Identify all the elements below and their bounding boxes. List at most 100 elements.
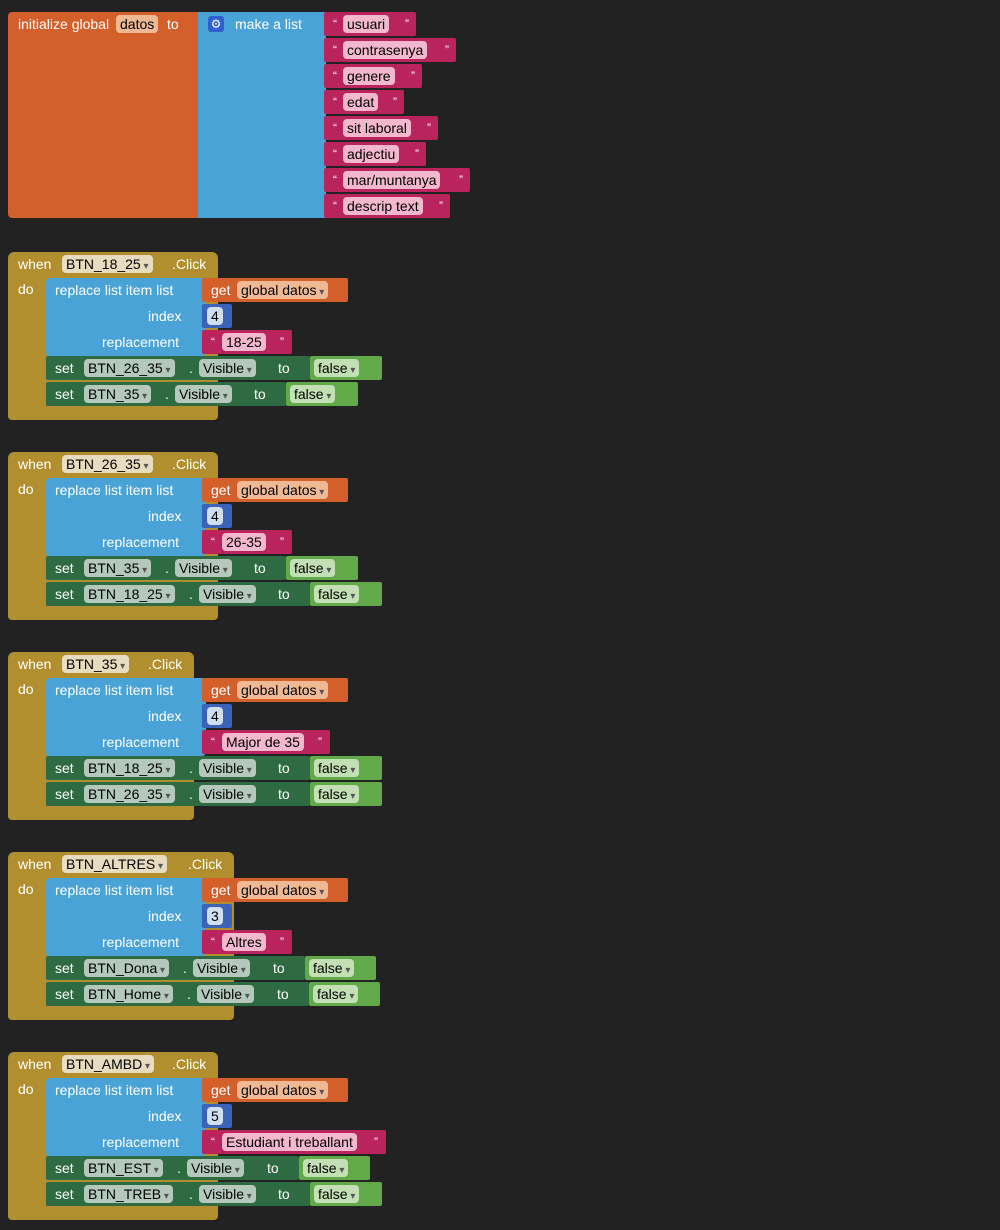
boolean-dropdown[interactable]: false bbox=[314, 759, 360, 777]
number-block[interactable]: 4 bbox=[202, 304, 232, 328]
property-dropdown[interactable]: Visible bbox=[193, 959, 250, 977]
list-string-item[interactable]: “ mar/muntanya ” bbox=[324, 168, 470, 192]
string-value-field[interactable]: genere bbox=[343, 67, 395, 85]
property-dropdown[interactable]: Visible bbox=[199, 359, 256, 377]
string-value-field[interactable]: usuari bbox=[343, 15, 390, 33]
get-variable-block[interactable]: get global datos bbox=[202, 878, 348, 902]
get-variable-block[interactable]: get global datos bbox=[202, 478, 348, 502]
set-component-dropdown[interactable]: BTN_18_25 bbox=[84, 759, 175, 777]
index-number-field[interactable]: 3 bbox=[207, 907, 223, 925]
event-component-dropdown[interactable]: BTN_35 bbox=[62, 655, 130, 673]
number-block[interactable]: 4 bbox=[202, 704, 232, 728]
property-dropdown[interactable]: Visible bbox=[199, 585, 256, 603]
initialize-global-block[interactable]: initialize global datos to bbox=[8, 12, 204, 218]
replacement-string-block[interactable]: “ Major de 35 ” bbox=[202, 730, 330, 754]
event-component-dropdown[interactable]: BTN_26_35 bbox=[62, 455, 153, 473]
replace-list-item-block[interactable]: replace list item list index replacement bbox=[46, 678, 206, 756]
set-visible-block[interactable]: set BTN_35 . Visible to bbox=[46, 556, 286, 580]
boolean-dropdown[interactable]: false bbox=[314, 585, 360, 603]
set-visible-block[interactable]: set BTN_Dona . Visible to bbox=[46, 956, 305, 980]
replacement-value-field[interactable]: 26-35 bbox=[222, 533, 266, 551]
variable-dropdown[interactable]: global datos bbox=[237, 281, 329, 299]
boolean-dropdown[interactable]: false bbox=[313, 985, 359, 1003]
set-visible-block[interactable]: set BTN_26_35 . Visible to bbox=[46, 356, 310, 380]
variable-dropdown[interactable]: global datos bbox=[237, 681, 329, 699]
replacement-string-block[interactable]: “ Altres ” bbox=[202, 930, 292, 954]
replacement-value-field[interactable]: Major de 35 bbox=[222, 733, 304, 751]
index-number-field[interactable]: 5 bbox=[207, 1107, 223, 1125]
list-string-item[interactable]: “ adjectiu ” bbox=[324, 142, 426, 166]
boolean-block[interactable]: false bbox=[310, 756, 382, 780]
set-component-dropdown[interactable]: BTN_Home bbox=[84, 985, 173, 1003]
replacement-string-block[interactable]: “ 26-35 ” bbox=[202, 530, 292, 554]
boolean-dropdown[interactable]: false bbox=[290, 559, 336, 577]
variable-dropdown[interactable]: global datos bbox=[237, 1081, 329, 1099]
list-string-item[interactable]: “ edat ” bbox=[324, 90, 404, 114]
list-string-item[interactable]: “ usuari ” bbox=[324, 12, 416, 36]
replace-list-item-block[interactable]: replace list item list index replacement bbox=[46, 478, 206, 556]
boolean-block[interactable]: false bbox=[309, 982, 380, 1006]
replacement-string-block[interactable]: “ Estudiant i treballant ” bbox=[202, 1130, 386, 1154]
boolean-block[interactable]: false bbox=[310, 782, 382, 806]
number-block[interactable]: 4 bbox=[202, 504, 232, 528]
set-visible-block[interactable]: set BTN_EST . Visible to bbox=[46, 1156, 299, 1180]
boolean-dropdown[interactable]: false bbox=[303, 1159, 349, 1177]
string-value-field[interactable]: edat bbox=[343, 93, 379, 111]
list-string-item[interactable]: “ descrip text ” bbox=[324, 194, 450, 218]
list-string-item[interactable]: “ sit laboral ” bbox=[324, 116, 438, 140]
string-value-field[interactable]: descrip text bbox=[343, 197, 423, 215]
set-component-dropdown[interactable]: BTN_EST bbox=[84, 1159, 163, 1177]
variable-name-field[interactable]: datos bbox=[116, 15, 159, 33]
variable-dropdown[interactable]: global datos bbox=[237, 881, 329, 899]
gear-icon[interactable]: ⚙ bbox=[208, 16, 224, 32]
replacement-value-field[interactable]: Altres bbox=[222, 933, 266, 951]
set-component-dropdown[interactable]: BTN_Dona bbox=[84, 959, 170, 977]
number-block[interactable]: 5 bbox=[202, 1104, 232, 1128]
property-dropdown[interactable]: Visible bbox=[199, 785, 256, 803]
set-component-dropdown[interactable]: BTN_18_25 bbox=[84, 585, 175, 603]
boolean-dropdown[interactable]: false bbox=[314, 359, 360, 377]
set-component-dropdown[interactable]: BTN_26_35 bbox=[84, 785, 175, 803]
property-dropdown[interactable]: Visible bbox=[187, 1159, 244, 1177]
boolean-dropdown[interactable]: false bbox=[290, 385, 336, 403]
index-number-field[interactable]: 4 bbox=[207, 707, 223, 725]
string-value-field[interactable]: mar/muntanya bbox=[343, 171, 441, 189]
get-variable-block[interactable]: get global datos bbox=[202, 1078, 348, 1102]
set-component-dropdown[interactable]: BTN_TREB bbox=[84, 1185, 173, 1203]
boolean-block[interactable]: false bbox=[286, 382, 358, 406]
boolean-block[interactable]: false bbox=[305, 956, 376, 980]
string-value-field[interactable]: sit laboral bbox=[343, 119, 411, 137]
boolean-dropdown[interactable]: false bbox=[309, 959, 355, 977]
get-variable-block[interactable]: get global datos bbox=[202, 278, 348, 302]
set-visible-block[interactable]: set BTN_Home . Visible to bbox=[46, 982, 309, 1006]
number-block[interactable]: 3 bbox=[202, 904, 232, 928]
replacement-value-field[interactable]: Estudiant i treballant bbox=[222, 1133, 357, 1151]
boolean-block[interactable]: false bbox=[310, 356, 382, 380]
set-visible-block[interactable]: set BTN_TREB . Visible to bbox=[46, 1182, 310, 1206]
property-dropdown[interactable]: Visible bbox=[199, 759, 256, 777]
property-dropdown[interactable]: Visible bbox=[175, 385, 232, 403]
index-number-field[interactable]: 4 bbox=[207, 307, 223, 325]
make-a-list-block[interactable]: ⚙ make a list bbox=[198, 12, 326, 218]
event-component-dropdown[interactable]: BTN_AMBD bbox=[62, 1055, 155, 1073]
replace-list-item-block[interactable]: replace list item list index replacement bbox=[46, 878, 206, 956]
property-dropdown[interactable]: Visible bbox=[197, 985, 254, 1003]
boolean-block[interactable]: false bbox=[286, 556, 358, 580]
set-component-dropdown[interactable]: BTN_26_35 bbox=[84, 359, 175, 377]
set-visible-block[interactable]: set BTN_18_25 . Visible to bbox=[46, 756, 310, 780]
property-dropdown[interactable]: Visible bbox=[175, 559, 232, 577]
set-visible-block[interactable]: set BTN_26_35 . Visible to bbox=[46, 782, 310, 806]
boolean-block[interactable]: false bbox=[310, 1182, 382, 1206]
boolean-block[interactable]: false bbox=[299, 1156, 370, 1180]
list-string-item[interactable]: “ contrasenya ” bbox=[324, 38, 456, 62]
set-component-dropdown[interactable]: BTN_35 bbox=[84, 559, 152, 577]
event-component-dropdown[interactable]: BTN_ALTRES bbox=[62, 855, 168, 873]
boolean-dropdown[interactable]: false bbox=[314, 785, 360, 803]
replacement-string-block[interactable]: “ 18-25 ” bbox=[202, 330, 292, 354]
get-variable-block[interactable]: get global datos bbox=[202, 678, 348, 702]
property-dropdown[interactable]: Visible bbox=[199, 1185, 256, 1203]
set-component-dropdown[interactable]: BTN_35 bbox=[84, 385, 152, 403]
set-visible-block[interactable]: set BTN_35 . Visible to bbox=[46, 382, 286, 406]
event-component-dropdown[interactable]: BTN_18_25 bbox=[62, 255, 153, 273]
variable-dropdown[interactable]: global datos bbox=[237, 481, 329, 499]
